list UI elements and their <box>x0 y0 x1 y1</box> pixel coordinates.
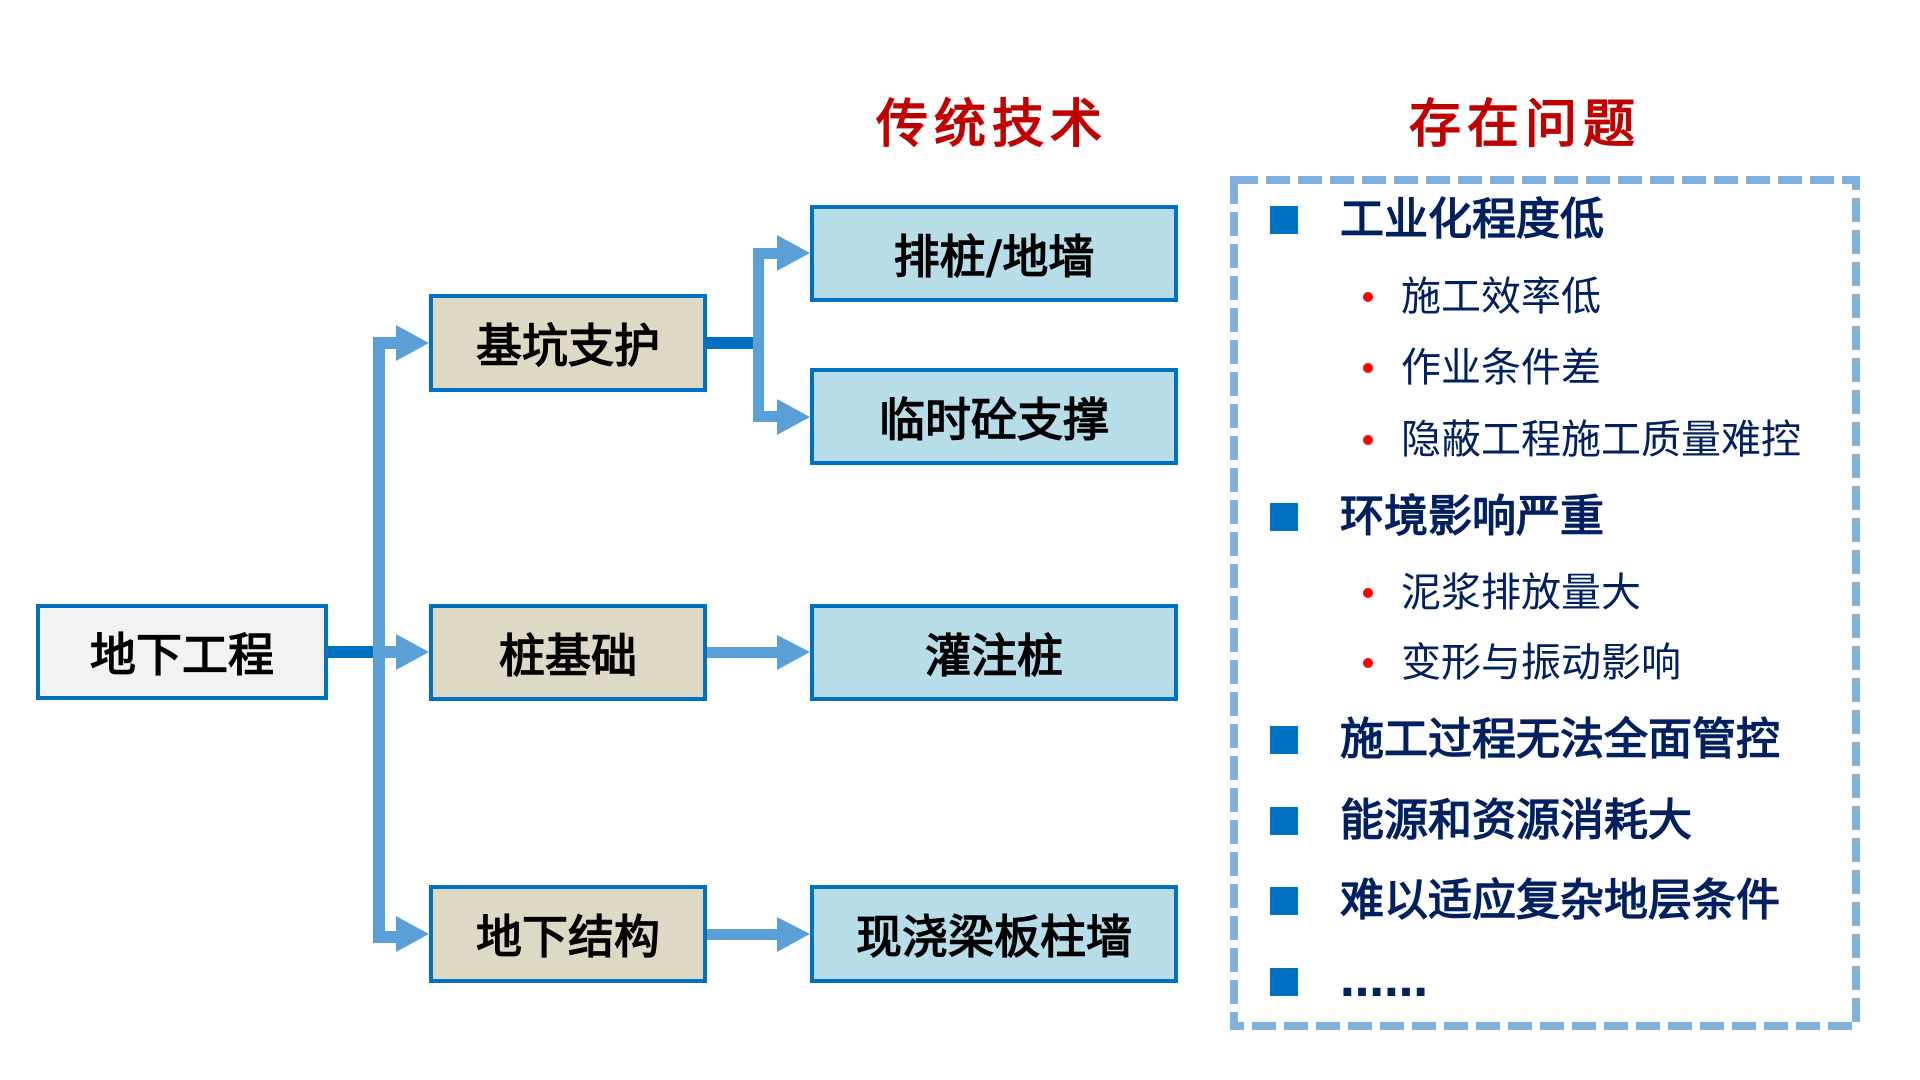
arrow-head-tech-4 <box>777 917 810 952</box>
header-existing-problems: 存在问题 <box>1409 95 1642 155</box>
problem-subitem-text: 变形与振动影响 <box>1401 640 1681 686</box>
connector-cat1-out <box>707 337 764 349</box>
problem-heading: 施工过程无法全面管控 <box>1340 714 1780 765</box>
node-category-pile-foundation: 桩基础 <box>429 604 707 701</box>
node-root-label: 地下工程 <box>90 628 274 682</box>
connector-cat3-out <box>707 929 779 940</box>
problem-heading-ellipsis: …… <box>1340 956 1428 1007</box>
problem-subitem-text: 泥浆排放量大 <box>1401 570 1641 616</box>
node-category-foundation-pit: 基坑支护 <box>429 294 707 392</box>
problem-subitem-text: 作业条件差 <box>1401 345 1601 391</box>
arrow-head-3 <box>396 916 429 952</box>
square-bullet-icon <box>1270 968 1298 996</box>
node-technique-label: 临时砼支撑 <box>879 392 1109 447</box>
panel-dashed-border <box>1230 176 1860 1030</box>
red-dot-bullet-icon <box>1363 363 1373 373</box>
red-dot-bullet-icon <box>1363 292 1373 302</box>
square-bullet-icon <box>1270 807 1298 835</box>
node-category-underground-structure: 地下结构 <box>429 885 707 983</box>
red-dot-bullet-icon <box>1363 658 1373 668</box>
square-bullet-icon <box>1270 726 1298 754</box>
arrow-head-1 <box>396 325 429 361</box>
problem-subitem-text: 隐蔽工程施工质量难控 <box>1401 417 1801 463</box>
connector-branch-3 <box>373 931 397 943</box>
node-technique-temp-support: 临时砼支撑 <box>810 368 1178 465</box>
problem-heading: 难以适应复杂地层条件 <box>1340 875 1780 926</box>
arrow-head-tech-3 <box>777 635 810 670</box>
header-traditional-tech: 传统技术 <box>876 95 1109 155</box>
connector-trunk <box>373 337 385 943</box>
node-technique-label: 灌注桩 <box>925 628 1063 683</box>
problem-heading: 环境影响严重 <box>1340 491 1604 542</box>
problem-heading: 工业化程度低 <box>1340 194 1604 245</box>
node-technique-bored-pile: 灌注桩 <box>810 604 1178 701</box>
node-category-label: 桩基础 <box>499 628 637 683</box>
problem-subitem-text: 施工效率低 <box>1401 274 1601 320</box>
connector-cat1-top <box>753 248 779 259</box>
connector-cat1-bottom <box>753 411 779 422</box>
arrow-head-2 <box>396 634 429 670</box>
node-category-label: 基坑支护 <box>476 319 660 373</box>
node-technique-cast-in-place: 现浇梁板柱墙 <box>810 885 1178 983</box>
connector-cat1-trunk <box>753 248 764 422</box>
connector-branch-2 <box>385 646 397 658</box>
red-dot-bullet-icon <box>1363 588 1373 598</box>
node-technique-pile-wall: 排桩/地墙 <box>810 205 1178 302</box>
connector-root-out <box>328 646 385 658</box>
problem-heading: 能源和资源消耗大 <box>1340 795 1692 846</box>
square-bullet-icon <box>1270 503 1298 531</box>
arrow-head-tech-2 <box>777 399 810 435</box>
node-technique-label: 现浇梁板柱墙 <box>856 910 1132 964</box>
arrow-head-tech-1 <box>777 235 810 271</box>
node-root: 地下工程 <box>36 604 328 700</box>
connector-cat2-out <box>707 647 779 658</box>
square-bullet-icon <box>1270 206 1298 234</box>
red-dot-bullet-icon <box>1363 435 1373 445</box>
problems-panel: 工业化程度低 施工效率低 作业条件差 隐蔽工程施工质量难控 环境影响严重 泥浆排… <box>1230 176 1860 1030</box>
square-bullet-icon <box>1270 887 1298 915</box>
node-category-label: 地下结构 <box>476 910 660 964</box>
connector-branch-1 <box>373 337 397 349</box>
node-technique-label: 排桩/地墙 <box>893 229 1095 284</box>
